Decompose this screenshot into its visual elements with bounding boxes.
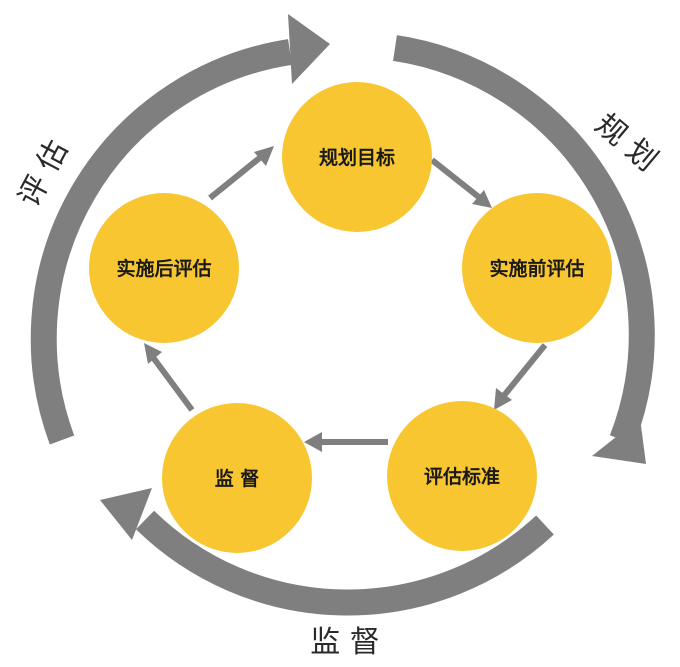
node-label: 实施前评估 — [489, 257, 584, 280]
arrow-n1-n2 — [430, 157, 482, 201]
outer-arrow-planning — [393, 35, 655, 445]
node-supervision: 监 督 — [162, 403, 312, 553]
node-post-implementation-eval: 实施后评估 — [89, 193, 239, 343]
outer-arrowhead-right — [592, 418, 646, 464]
outer-arrowhead-top — [288, 14, 330, 84]
node-planning-goal: 规划目标 — [282, 82, 432, 232]
outer-arrowhead-left — [100, 488, 152, 540]
node-label: 评估标准 — [424, 465, 500, 488]
arrow-n5-n1 — [208, 153, 264, 201]
arrow-n4-n5 — [149, 354, 195, 412]
arrowhead-n3-n4 — [304, 432, 322, 452]
node-circle — [462, 193, 612, 343]
outer-arrow-supervision — [135, 510, 554, 616]
outer-arrow-evaluation — [30, 39, 292, 445]
node-label: 实施后评估 — [116, 257, 211, 280]
arrowhead-n5-n1 — [254, 146, 274, 166]
node-circle — [282, 82, 432, 232]
node-label: 监 督 — [215, 467, 260, 490]
node-pre-implementation-eval: 实施前评估 — [462, 193, 612, 343]
arrowhead-n1-n2 — [472, 190, 492, 208]
arrowhead-n4-n5 — [144, 343, 162, 364]
outer-label-supervision: 监 督 — [310, 625, 380, 660]
node-label: 规划目标 — [319, 146, 395, 169]
node-circle — [162, 403, 312, 553]
arrow-n2-n3 — [499, 343, 548, 400]
node-circle — [387, 401, 537, 551]
arrowhead-n2-n3 — [494, 388, 512, 410]
node-circle — [89, 193, 239, 343]
node-eval-standard: 评估标准 — [387, 401, 537, 551]
outer-arrows — [30, 14, 655, 616]
inner-arrows — [144, 146, 548, 452]
